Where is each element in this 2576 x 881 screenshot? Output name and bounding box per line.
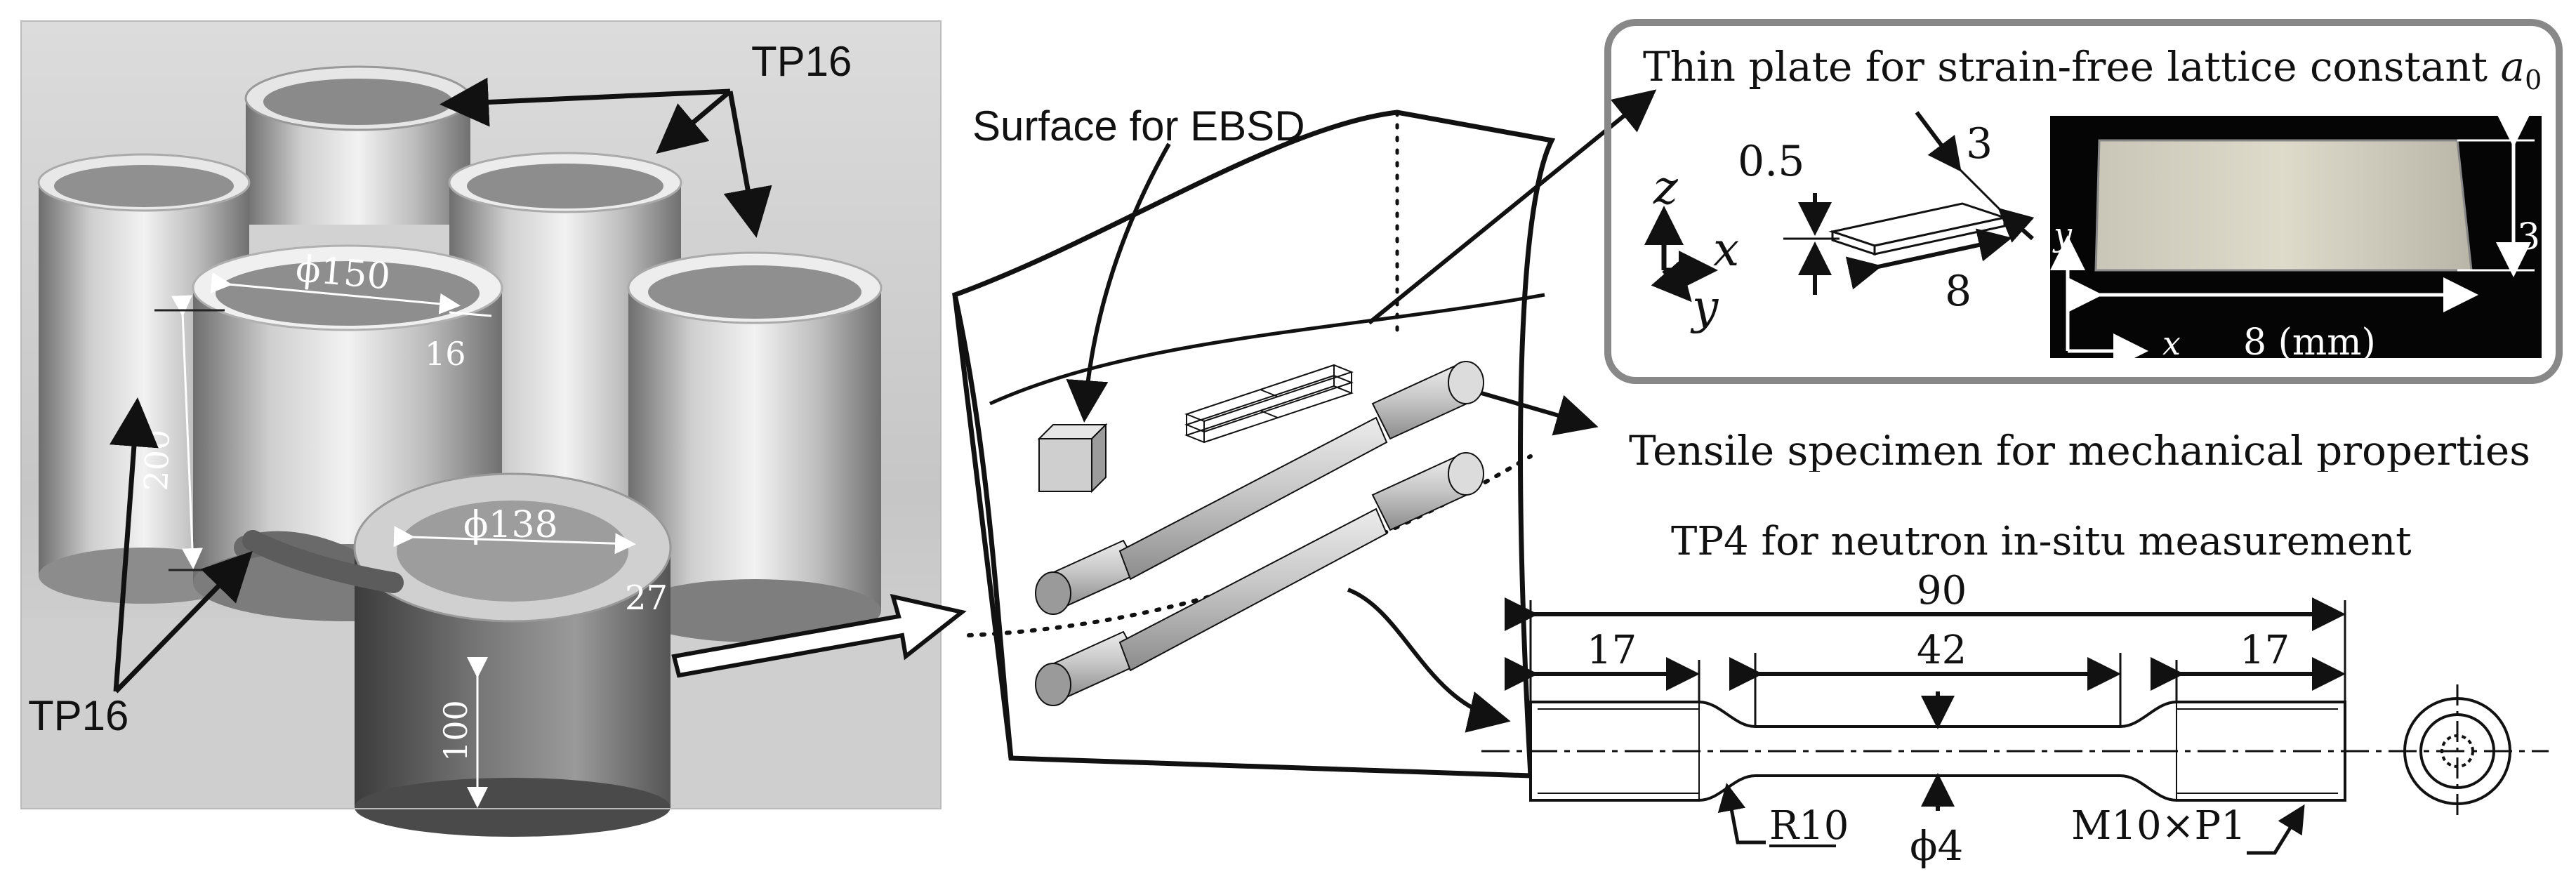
- dim-width: 3: [1966, 119, 1993, 168]
- dim-length: 8: [1945, 267, 1971, 316]
- dim-diameter: ϕ4: [1910, 822, 1963, 870]
- axes-triad: [1644, 206, 1718, 303]
- dim-radius: R10: [1769, 803, 1849, 849]
- section-outline: [951, 110, 1556, 779]
- dim-line-200: [171, 295, 203, 569]
- plate-photo: y x 3 8 (mm): [2050, 112, 2542, 369]
- thin-plate-box: Thin plate for strain-free lattice const…: [1604, 19, 2563, 384]
- tp16-top-arrows: [440, 77, 772, 238]
- label-tp16-bottom: TP16: [28, 692, 128, 739]
- cylinder-back-center: [244, 65, 472, 225]
- transfer-arrow: [671, 593, 967, 678]
- axis-x: x: [1713, 223, 1739, 277]
- axis-z: z: [1653, 161, 1679, 215]
- tensile-drawing: [1481, 597, 2549, 855]
- label-height-200: 200: [137, 429, 177, 492]
- photo-dim-width: 3: [2517, 216, 2540, 258]
- label-wall-16: 16: [425, 335, 466, 373]
- photo-axis-y: y: [2052, 216, 2073, 253]
- dim-line-150: [210, 272, 461, 314]
- label-dia-138: ϕ138: [463, 504, 558, 546]
- photo-dimensions: [154, 272, 636, 808]
- thin-plate-title-text: Thin plate for strain-free lattice const…: [1643, 43, 2500, 91]
- cylinder-front-right: [627, 251, 883, 642]
- label-surface-ebsd: Surface for EBSD: [972, 102, 1305, 150]
- plate-photo-specimen: [2094, 139, 2473, 272]
- thin-plate-title: Thin plate for strain-free lattice const…: [1643, 43, 2542, 95]
- thin-plate-wireframe: [1184, 364, 1354, 444]
- photo-axis-x: x: [2162, 324, 2181, 362]
- dim-thread: M10×P1: [2071, 803, 2246, 849]
- label-tp16-top: TP16: [751, 38, 852, 85]
- tp16-bottom-arrows: [109, 397, 253, 694]
- thin-plate-title-subscript: 0: [2525, 65, 2542, 95]
- dim-grip-right: 17: [2240, 628, 2290, 673]
- pipe-photo: ϕ150 16 200 ϕ138 27 100 TP16 TP16: [20, 20, 942, 837]
- dim-line-138: [393, 526, 636, 555]
- pipe-section-schematic: [951, 89, 1657, 779]
- label-tp4: TP4 for neutron in-situ measurement: [1671, 519, 2412, 564]
- label-height-100: 100: [437, 700, 475, 762]
- thin-plate-title-symbol: a: [2500, 43, 2525, 91]
- end-view: [2403, 684, 2511, 818]
- label-tensile: Tensile specimen for mechanical properti…: [1629, 427, 2530, 475]
- ebsd-cube: [1037, 423, 1108, 494]
- label-wall-27: 27: [625, 578, 668, 618]
- rope-front: [242, 530, 404, 593]
- axis-y: y: [1690, 280, 1719, 334]
- tensile-rod-upper: [1035, 361, 1484, 615]
- dim-gauge: 42: [1917, 628, 1967, 673]
- photo-dim-length: 8 (mm): [2243, 322, 2376, 364]
- dim-grip-left: 17: [1587, 628, 1637, 673]
- dim-line-16: [449, 311, 492, 317]
- plate-dimensions: [1783, 111, 2035, 295]
- dim-thickness: 0.5: [1738, 137, 1804, 186]
- label-dia-150: ϕ150: [294, 248, 392, 298]
- dim-total: 90: [1917, 568, 1967, 614]
- tensile-rod-lower: [1035, 452, 1484, 706]
